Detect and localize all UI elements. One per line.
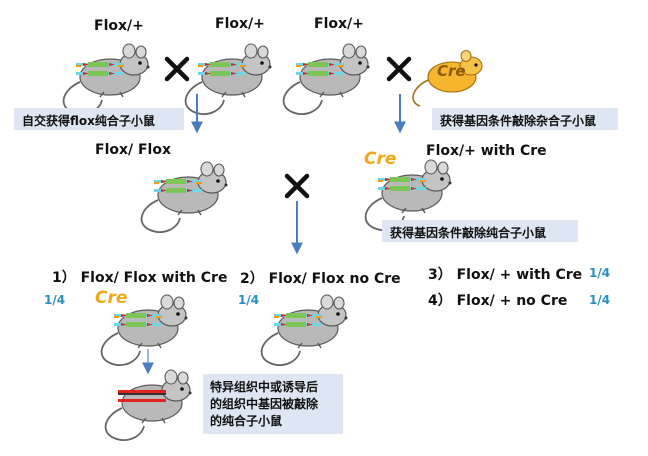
offspring-2-fraction: 1/4 (238, 293, 260, 307)
cre-tag-top: Cre (437, 62, 466, 80)
offspring-4-fraction: 1/4 (589, 293, 611, 307)
homo-ko-box: 获得基因条件敲除纯合子小鼠 (382, 220, 578, 242)
flox-plus-cre-label: Flox/+ with Cre (426, 143, 547, 159)
tissue-ko-box: 特异组织中或诱导后 的组织中基因被敲除 的纯合子小鼠 (203, 374, 343, 434)
cross-2-icon (386, 56, 412, 82)
mouse-offspring-2 (260, 294, 349, 366)
mouse-top-left (62, 43, 151, 115)
mouse-top-right (282, 43, 371, 115)
offspring-3-label: 3） Flox/ + with Cre (428, 267, 583, 283)
tissue-ko-line-2: 的组织中基因被敲除 (210, 397, 319, 411)
mouse-top-middle (184, 43, 273, 115)
parent-3-label: Flox/+ (314, 16, 364, 32)
tissue-ko-line-1: 特异组织中或诱导后 (210, 380, 319, 394)
offspring-1-label: 1） Flox/ Flox with Cre (52, 270, 228, 286)
cross-3-icon (284, 173, 310, 199)
parent-1-label: Flox/+ (94, 18, 144, 34)
hetero-ko-box: 获得基因条件敲除杂合子小鼠 (432, 108, 618, 130)
offspring-4-label: 4） Flox/ + no Cre (428, 293, 568, 309)
cross-1-icon (164, 56, 190, 82)
offspring-3-fraction: 1/4 (589, 266, 611, 280)
flox-flox-label: Flox/ Flox (95, 142, 172, 158)
offspring-1-fraction: 1/4 (44, 293, 66, 307)
offspring-2-label: 2） Flox/ Flox no Cre (240, 271, 401, 287)
cre-tag-offspring: Cre (95, 288, 128, 308)
selfcross-box: 自交获得flox纯合子小鼠 (14, 108, 184, 130)
mouse-knockout (104, 369, 193, 441)
parent-2-label: Flox/+ (215, 16, 265, 32)
mouse-flox-flox (140, 161, 229, 233)
tissue-ko-line-3: 的纯合子小鼠 (210, 414, 283, 428)
cre-tag-middle: Cre (364, 149, 397, 169)
